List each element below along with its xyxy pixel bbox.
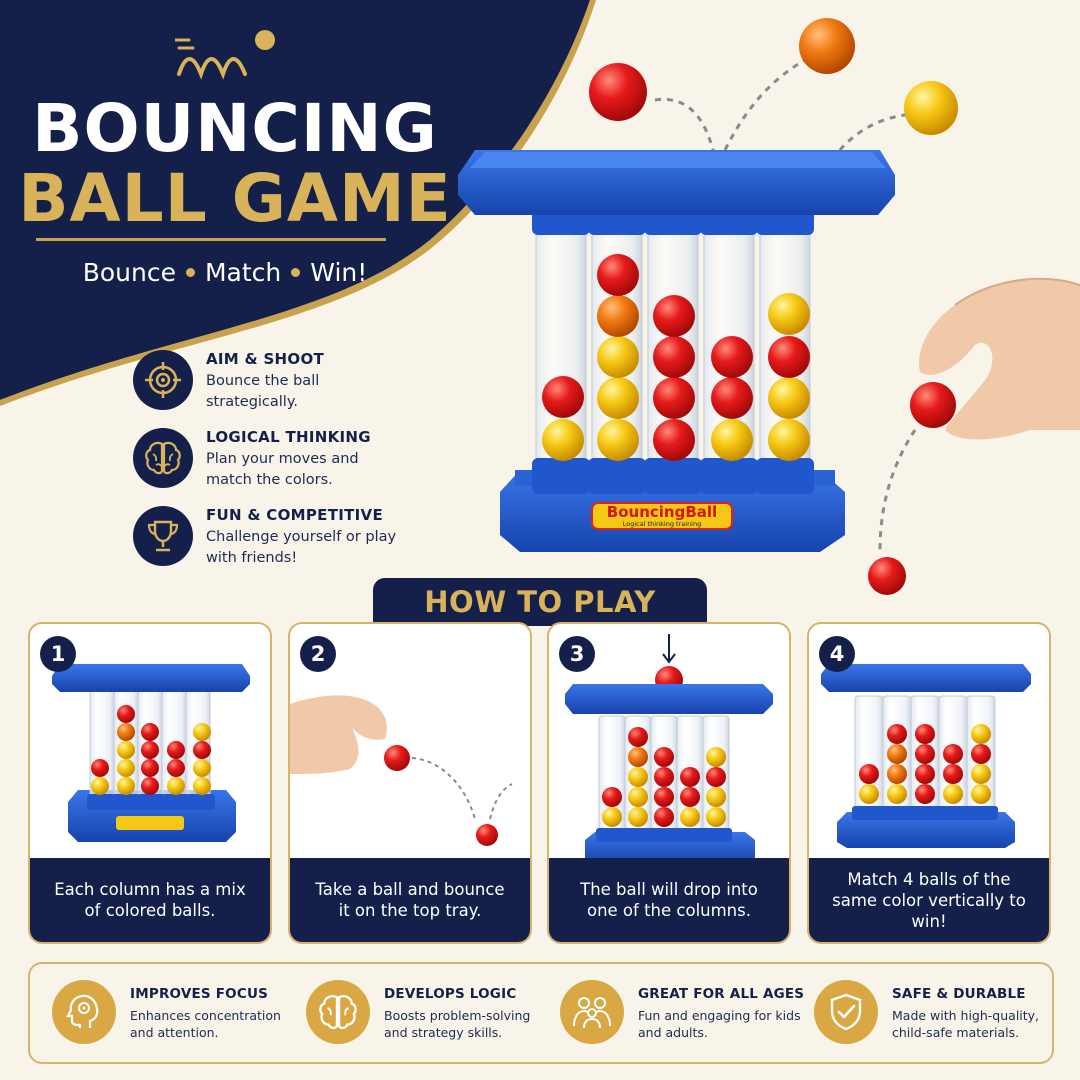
how-to-play-heading: HOW TO PLAY <box>373 578 707 626</box>
brand-subtitle: Logical thinking training <box>622 520 702 528</box>
flying-orange-ball <box>799 18 855 74</box>
benefit-develops-logic: DEVELOPS LOGIC Boosts problem-solving an… <box>306 978 556 1050</box>
brain-icon <box>133 428 193 488</box>
feature-aim-shoot: AIM & SHOOT Bounce the ball strategicall… <box>133 350 393 420</box>
feature-title: LOGICAL THINKING <box>206 428 371 446</box>
target-icon <box>133 350 193 410</box>
feature-title: AIM & SHOOT <box>206 350 325 368</box>
benefit-improves-focus: IMPROVES FOCUS Enhances concentration an… <box>52 978 302 1050</box>
step-4-illustration <box>821 664 1031 848</box>
feature-desc: Plan your moves and match the colors. <box>206 451 359 488</box>
step-number: 1 <box>40 636 76 672</box>
step-1-illustration <box>52 664 250 842</box>
feature-fun-competitive: FUN & COMPETITIVE Challenge yourself or … <box>133 506 396 576</box>
step-3-illustration <box>565 634 773 864</box>
benefit-all-ages: GREAT FOR ALL AGES Fun and engaging for … <box>560 978 810 1050</box>
title-line-2: BALL GAME <box>18 160 452 237</box>
step-card-4: 4 Match 4 balls of the same color vertic… <box>807 622 1051 944</box>
step-caption: Each column has a mix of colored balls. <box>30 858 270 942</box>
feature-logical-thinking: LOGICAL THINKING Plan your moves and mat… <box>133 428 393 498</box>
benefit-title: SAFE & DURABLE <box>892 986 1026 1002</box>
step-caption: Take a ball and bounce it on the top tra… <box>290 858 530 942</box>
product-illustration <box>458 18 1080 595</box>
step-caption: Match 4 balls of the same color vertical… <box>809 858 1049 942</box>
step-caption: The ball will drop into one of the colum… <box>549 858 789 942</box>
tagline: Bounce Match Win! <box>0 258 450 287</box>
flying-red-ball <box>589 63 647 121</box>
brand-logo: BouncingBall <box>606 503 718 521</box>
benefit-desc: Boosts problem-solving and strategy skil… <box>384 1008 531 1040</box>
hand <box>919 278 1080 440</box>
brain-icon <box>306 980 370 1044</box>
step-number: 2 <box>300 636 336 672</box>
bouncing-red-ball <box>868 557 906 595</box>
benefit-title: IMPROVES FOCUS <box>130 986 269 1002</box>
title-divider <box>36 238 386 241</box>
trophy-icon <box>133 506 193 566</box>
shield-check-icon <box>814 980 878 1044</box>
step-number: 4 <box>819 636 855 672</box>
benefit-desc: Fun and engaging for kids and adults. <box>638 1008 801 1040</box>
benefit-desc: Made with high-quality, child-safe mater… <box>892 1008 1040 1040</box>
bounce-logo-icon <box>175 30 275 80</box>
feature-desc: Challenge yourself or play with friends! <box>206 529 397 566</box>
step-2-illustration <box>290 695 513 846</box>
step-card-2: 2 Take a ball and bounce it on the top t… <box>288 622 532 944</box>
benefit-title: GREAT FOR ALL AGES <box>638 986 805 1002</box>
tagline-word-match: Match <box>204 258 282 287</box>
feature-desc: Bounce the ball strategically. <box>206 373 320 410</box>
tagline-dot <box>185 267 195 277</box>
held-red-ball <box>910 382 956 428</box>
title-line-1: BOUNCING <box>32 90 438 167</box>
benefits-bar: IMPROVES FOCUS Enhances concentration an… <box>28 962 1054 1064</box>
benefit-safe-durable: SAFE & DURABLE Made with high-quality, c… <box>814 978 1064 1050</box>
tagline-word-win: Win! <box>310 258 368 287</box>
step-card-3: 3 The ball will drop into one of the col… <box>547 622 791 944</box>
step-card-1: 1 Each column has a mix of colored balls… <box>28 622 272 944</box>
benefit-desc: Enhances concentration and attention. <box>130 1008 281 1040</box>
flying-yellow-ball <box>904 81 958 135</box>
focus-head-icon <box>52 980 116 1044</box>
tagline-dot <box>291 267 301 277</box>
tagline-word-bounce: Bounce <box>82 258 176 287</box>
step-number: 3 <box>559 636 595 672</box>
benefit-title: DEVELOPS LOGIC <box>384 986 517 1002</box>
feature-title: FUN & COMPETITIVE <box>206 506 384 524</box>
family-icon <box>560 980 624 1044</box>
